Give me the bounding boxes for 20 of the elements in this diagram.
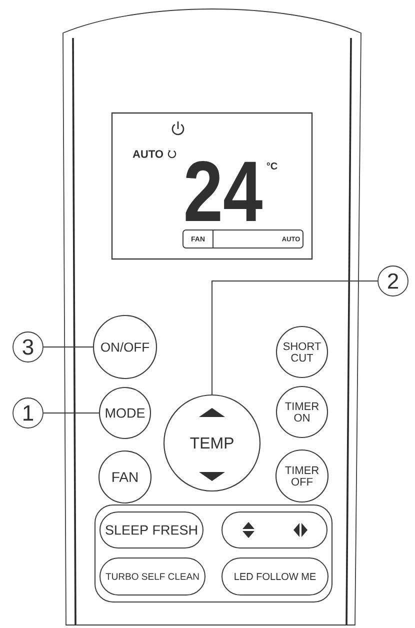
leader-line: [42, 412, 100, 414]
pill-button: LED FOLLOW ME: [222, 558, 328, 596]
round-button: TIMER ON: [276, 386, 328, 438]
button-panel: [94, 504, 332, 602]
round-button: TIMER OFF: [275, 449, 329, 503]
round-button: ON/OFF: [92, 314, 158, 380]
leader-line: [42, 346, 94, 348]
lcd-text: AUTO: [132, 150, 164, 158]
dial-button: TEMP: [163, 394, 261, 492]
pill-button: TURBO SELF CLEAN: [100, 558, 206, 596]
callout-number: 3: [12, 332, 44, 362]
unit-text: °C: [266, 162, 278, 170]
round-button: FAN: [98, 450, 152, 504]
round-button: SHORT CUT: [276, 326, 328, 378]
temperature-digits: 24: [186, 161, 262, 222]
pill-button: SLEEP FRESH: [100, 512, 204, 548]
callout-number: 2: [378, 266, 408, 296]
callout-number: 1: [12, 398, 44, 428]
leader-line: [212, 280, 378, 395]
round-button: MODE: [98, 386, 152, 440]
